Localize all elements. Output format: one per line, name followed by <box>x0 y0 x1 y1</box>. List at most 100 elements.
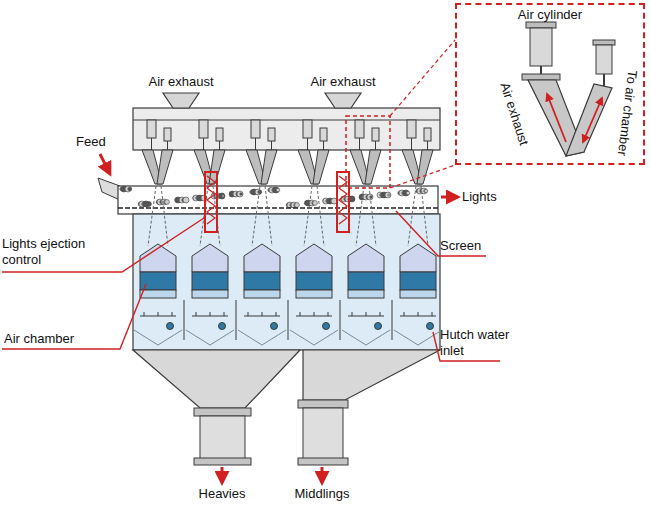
valve-arm <box>566 84 612 156</box>
particle <box>128 187 132 191</box>
particle <box>222 195 224 197</box>
chamber-water <box>192 272 228 290</box>
ejection-rod <box>205 172 217 232</box>
part-label: Screen <box>440 238 481 254</box>
particle <box>313 201 318 206</box>
chamber-skirt <box>140 290 176 298</box>
hutch-partition <box>184 300 185 340</box>
grille-tick <box>248 312 249 316</box>
product-label: Lights <box>462 189 497 205</box>
air-pipe <box>265 186 272 246</box>
jig-cell <box>394 120 442 345</box>
particle <box>255 189 261 195</box>
feed-label: Feed <box>76 134 106 150</box>
grille-tick <box>314 312 315 316</box>
air-chamber <box>192 244 228 272</box>
valve-rod <box>359 138 360 150</box>
air-pipe <box>161 186 168 246</box>
jig-cell <box>290 120 340 345</box>
ejection-spring <box>207 176 215 224</box>
valve-arm <box>417 150 433 184</box>
cylinder-rod <box>540 66 542 74</box>
inset-ground <box>455 3 645 165</box>
bed-particles <box>120 186 428 208</box>
exhaust-funnel <box>325 93 361 108</box>
middlings-pipe <box>303 408 343 460</box>
chamber-skirt <box>192 290 228 298</box>
particle <box>237 191 243 197</box>
water-inlet <box>167 323 174 330</box>
valve-cylinder <box>355 120 364 138</box>
air-pipe <box>369 186 376 246</box>
water-inlet <box>271 323 278 330</box>
chamber-skirt <box>244 290 280 298</box>
ejection-rod <box>337 172 349 232</box>
valve-header <box>133 108 440 150</box>
particle <box>219 193 225 199</box>
cylinder-cap <box>526 22 556 28</box>
flow-arrow <box>583 98 602 142</box>
air-pipe <box>356 186 364 246</box>
valve-rod <box>375 141 376 150</box>
grille-tick <box>172 312 173 316</box>
heavies-hopper <box>133 350 300 408</box>
valve-rod <box>323 141 324 150</box>
valve-cylinder <box>216 128 223 141</box>
water-inlet <box>375 323 382 330</box>
zoom-line <box>390 165 455 188</box>
water-inlet <box>427 323 434 330</box>
valve-rod <box>427 141 428 150</box>
chamber-water <box>400 272 436 290</box>
air-chamber <box>348 244 384 272</box>
grille-tick <box>262 312 263 316</box>
valve-cylinder <box>407 120 416 138</box>
heavies-arrow <box>221 467 224 483</box>
grille-tick <box>380 312 381 316</box>
grille-tick <box>352 312 353 316</box>
grille-tick <box>432 312 433 316</box>
particle <box>273 187 279 193</box>
particle <box>240 193 242 195</box>
pipe-flange <box>194 458 251 465</box>
air-chamber <box>296 244 332 272</box>
hutch-bottom <box>290 330 338 345</box>
part-label: Hutch water inlet <box>440 327 530 359</box>
air-pipe <box>317 186 324 246</box>
exhaust-label: Air exhaust <box>310 74 375 90</box>
leader-line <box>2 218 204 272</box>
flow-arrow <box>547 94 566 142</box>
pipe-flange <box>298 458 348 465</box>
particle <box>165 200 170 205</box>
water-inlet <box>219 323 226 330</box>
particle <box>147 202 152 207</box>
screen-line <box>118 207 438 209</box>
valve-detail <box>522 22 615 156</box>
jig-cell <box>134 120 184 345</box>
valve-cylinder <box>251 120 260 138</box>
grille-tick <box>144 312 145 316</box>
valve-cylinder <box>320 128 327 141</box>
grille-tick <box>366 312 367 316</box>
exhaust-funnel <box>163 93 199 108</box>
valve-cylinder <box>372 128 379 141</box>
valve-cylinder <box>164 128 171 141</box>
valve-rod <box>167 141 168 150</box>
air-pipe <box>148 186 156 246</box>
valve-arm <box>157 150 173 184</box>
pipe-flange <box>194 408 251 416</box>
heavies-pipe <box>200 416 245 460</box>
valve-head <box>522 74 560 80</box>
grille-tick <box>224 312 225 316</box>
valve-rod <box>219 141 220 150</box>
particle <box>388 194 390 196</box>
middlings-hopper <box>303 350 440 400</box>
particle <box>424 189 428 193</box>
air-cylinder <box>596 45 612 74</box>
zoom-line <box>390 40 455 116</box>
particle <box>406 191 410 195</box>
part-label: Lights ejection control <box>2 236 120 268</box>
valve-cylinder <box>199 120 208 138</box>
leader-line <box>2 284 146 349</box>
cylinder-rod <box>603 74 605 86</box>
grille-tick <box>276 312 277 316</box>
